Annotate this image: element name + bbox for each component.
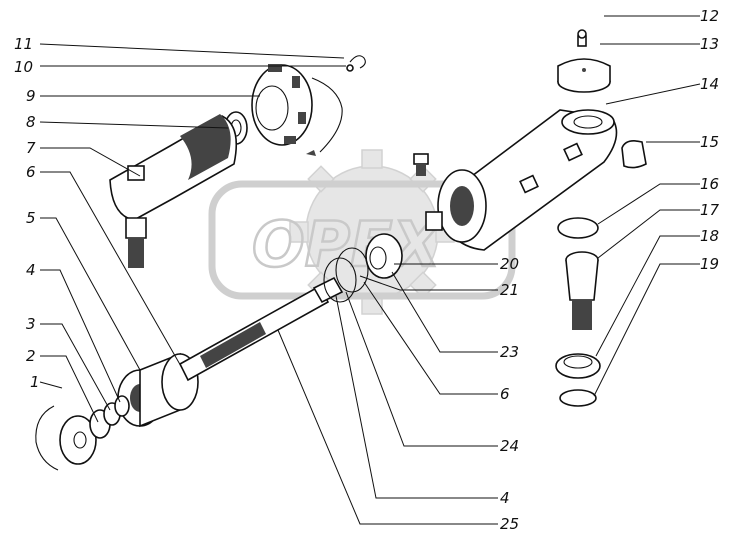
label-24: 24	[500, 437, 519, 455]
part-23-bushing	[365, 233, 403, 279]
label-14: 14	[700, 75, 719, 93]
label-11: 11	[14, 35, 33, 53]
part-17-pin	[565, 251, 599, 330]
part-25-shaft	[178, 276, 344, 382]
label-21: 21	[500, 281, 519, 299]
part-15-cap	[621, 140, 647, 169]
part-1-washer	[35, 405, 97, 471]
watermark-text: OPEX	[252, 208, 443, 281]
label-3: 3	[26, 315, 36, 333]
label-16: 16	[700, 175, 719, 193]
label-1: 1	[30, 373, 40, 391]
part-12-nipple	[577, 29, 587, 47]
label-23: 23	[500, 343, 519, 361]
part-screw	[413, 153, 429, 176]
part-14-housing	[425, 109, 618, 251]
watermark-frame	[208, 180, 516, 300]
part-21-ring	[335, 247, 369, 293]
part-18-bushing	[555, 353, 601, 379]
part-10-ball	[346, 64, 354, 72]
part-24-ring	[323, 257, 357, 303]
label-5: 5	[26, 209, 36, 227]
label-18: 18	[700, 227, 719, 245]
part-5-sleeve	[117, 352, 199, 428]
part-11-clip	[349, 55, 366, 69]
part-13-cap	[557, 58, 611, 93]
label-6-left: 6	[26, 163, 36, 181]
label-7: 7	[26, 139, 36, 157]
label-2: 2	[26, 347, 36, 365]
label-4-right: 4	[500, 489, 510, 507]
label-10: 10	[14, 58, 33, 76]
part-9-castle-nut	[251, 64, 343, 156]
part-19-ring	[559, 389, 597, 407]
label-12: 12	[700, 7, 719, 25]
label-9: 9	[26, 87, 36, 105]
label-13: 13	[700, 35, 719, 53]
label-15: 15	[700, 133, 719, 151]
callout-labels: 11 10 9 8 7 6 5 4 3 2 1 12 13 14 15 16 1…	[14, 7, 720, 533]
label-17: 17	[700, 201, 720, 219]
label-20: 20	[500, 255, 519, 273]
leader-lines	[39, 15, 701, 525]
label-6-right: 6	[500, 385, 510, 403]
label-25: 25	[500, 515, 519, 533]
part-4-ring	[114, 395, 130, 417]
label-19: 19	[700, 255, 719, 273]
part-16-ring	[557, 217, 599, 239]
part-7-ball-end	[109, 114, 238, 268]
label-8: 8	[26, 113, 36, 131]
label-4-left: 4	[26, 261, 36, 279]
